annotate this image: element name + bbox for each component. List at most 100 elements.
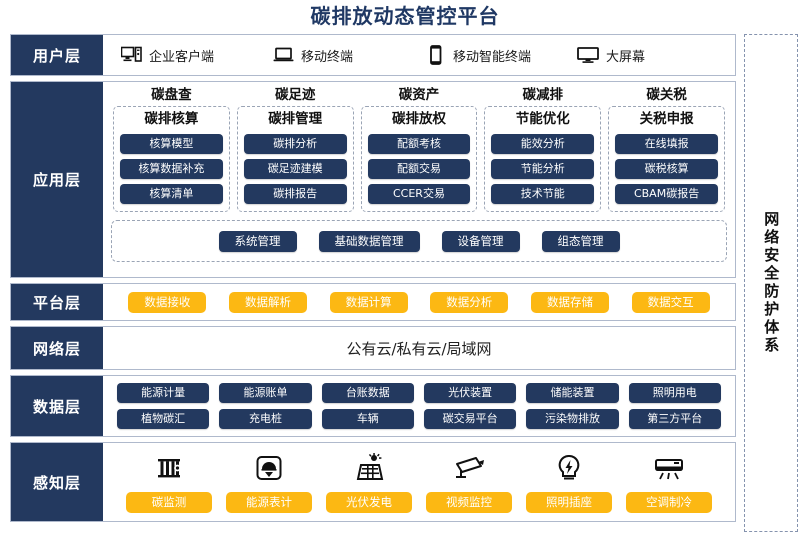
- app-column-carbon-tariff: 碳关税 关税申报 在线填报 碳税核算 CBAM碳报告: [608, 86, 725, 212]
- sense-tag: 碳监测: [126, 492, 212, 513]
- data-pill-storage-device[interactable]: 储能装置: [526, 383, 619, 403]
- management-pill-basic-data[interactable]: 基础数据管理: [318, 230, 420, 252]
- layer-application-body: 碳盘查 碳排核算 核算模型 核算数据补充 核算清单 碳足迹 碳排管理 碳排分析 …: [103, 82, 735, 277]
- app-feature-pill[interactable]: CCER交易: [367, 184, 471, 204]
- user-item-smart-mobile-terminal[interactable]: 移动智能终端: [425, 45, 577, 65]
- layer-application-label: 应用层: [11, 82, 103, 277]
- app-feature-pill[interactable]: 碳排分析: [243, 134, 347, 154]
- app-feature-pill[interactable]: 核算清单: [120, 184, 223, 204]
- sense-item-hvac-cooling[interactable]: 空调制冷: [619, 443, 719, 521]
- app-column-box: 碳排管理 碳排分析 碳足迹建模 碳排报告: [236, 106, 354, 212]
- app-feature-pill[interactable]: 配额考核: [367, 134, 471, 154]
- user-item-large-screen[interactable]: 大屏幕: [577, 46, 729, 65]
- data-pill-energy-bill[interactable]: 能源账单: [219, 383, 312, 403]
- app-column-subtitle: 关税申报: [639, 111, 694, 127]
- sense-item-pv-generation[interactable]: 光伏发电: [319, 443, 419, 521]
- layer-sensing-label: 感知层: [11, 443, 103, 521]
- data-pill-pv-device[interactable]: 光伏装置: [423, 383, 517, 403]
- app-column-carbon-asset: 碳资产 碳排放权 配额考核 配额交易 CCER交易: [360, 86, 478, 212]
- layer-network-body: 公有云/私有云/局域网: [103, 327, 735, 369]
- app-feature-pill[interactable]: 节能分析: [491, 159, 595, 179]
- data-pill-carbon-trading-platform[interactable]: 碳交易平台: [423, 409, 517, 429]
- app-column-carbon-reduction: 碳减排 节能优化 能效分析 节能分析 技术节能: [484, 86, 602, 212]
- application-management-box: 系统管理 基础数据管理 设备管理 组态管理: [111, 220, 727, 262]
- app-column-title: 碳盘查: [151, 87, 192, 103]
- management-pill-device[interactable]: 设备管理: [441, 230, 520, 252]
- sense-tag: 照明插座: [526, 492, 612, 513]
- data-pill-plant-carbon-sink[interactable]: 植物碳汇: [117, 409, 210, 429]
- platform-pill-data-analysis[interactable]: 数据分析: [430, 291, 509, 313]
- platform-pill-data-receive[interactable]: 数据接收: [128, 291, 207, 313]
- smartphone-icon: [425, 45, 446, 65]
- data-pill-vehicle[interactable]: 车辆: [321, 409, 414, 429]
- sense-item-carbon-monitoring[interactable]: 碳监测: [119, 443, 219, 521]
- data-pill-ledger-data[interactable]: 台账数据: [321, 383, 414, 403]
- app-feature-pill[interactable]: 碳税核算: [615, 159, 718, 179]
- sense-item-lighting-socket[interactable]: 照明插座: [519, 443, 619, 521]
- air-conditioner-icon: [653, 451, 685, 485]
- layer-user-label: 用户层: [11, 35, 103, 75]
- user-item-enterprise-client[interactable]: 企业客户端: [121, 46, 273, 65]
- app-column-subtitle: 碳排管理: [268, 111, 323, 127]
- layer-platform-body: 数据接收 数据解析 数据计算 数据分析 数据存储 数据交互: [103, 284, 735, 320]
- platform-pill-data-storage[interactable]: 数据存储: [530, 291, 609, 313]
- data-pill-third-party-platform[interactable]: 第三方平台: [628, 409, 721, 429]
- platform-pill-data-compute[interactable]: 数据计算: [329, 291, 408, 313]
- laptop-icon: [273, 46, 294, 64]
- large-screen-icon: [577, 46, 599, 64]
- security-panel: 网络安全防护体系: [744, 34, 798, 532]
- app-feature-pill[interactable]: 配额交易: [367, 159, 471, 179]
- app-column-box: 碳排放权 配额考核 配额交易 CCER交易: [360, 106, 478, 212]
- sense-tag: 视频监控: [426, 492, 512, 513]
- user-item-mobile-terminal[interactable]: 移动终端: [273, 46, 425, 65]
- app-feature-pill[interactable]: 碳排报告: [243, 184, 347, 204]
- data-pill-pollutant-emission[interactable]: 污染物排放: [526, 409, 619, 429]
- management-pill-configuration[interactable]: 组态管理: [541, 230, 620, 252]
- light-bulb-icon: [554, 451, 584, 485]
- layer-user: 用户层 企业客户端: [10, 34, 736, 76]
- architecture-diagram: 用户层 企业客户端: [10, 34, 736, 532]
- app-column-box: 关税申报 在线填报 碳税核算 CBAM碳报告: [608, 106, 725, 212]
- carbon-sensor-icon: [154, 451, 184, 485]
- app-feature-pill[interactable]: 技术节能: [491, 184, 595, 204]
- app-feature-pill[interactable]: 能效分析: [491, 134, 595, 154]
- layer-network-label: 网络层: [11, 327, 103, 369]
- app-column-subtitle: 碳排放权: [391, 111, 446, 127]
- app-feature-pill[interactable]: 在线填报: [615, 134, 718, 154]
- layer-data-label: 数据层: [11, 376, 103, 436]
- data-pill-charging-pile[interactable]: 充电桩: [219, 409, 312, 429]
- application-columns: 碳盘查 碳排核算 核算模型 核算数据补充 核算清单 碳足迹 碳排管理 碳排分析 …: [111, 86, 727, 212]
- sense-item-energy-meter[interactable]: 能源表计: [219, 443, 319, 521]
- layer-platform-label: 平台层: [11, 284, 103, 320]
- management-pill-system[interactable]: 系统管理: [218, 230, 297, 252]
- data-pill-lighting-power[interactable]: 照明用电: [628, 383, 721, 403]
- sense-tag: 能源表计: [226, 492, 312, 513]
- sense-tag: 光伏发电: [326, 492, 412, 513]
- app-feature-pill[interactable]: CBAM碳报告: [615, 184, 718, 204]
- app-column-title: 碳资产: [398, 87, 440, 103]
- user-item-label: 企业客户端: [149, 49, 215, 65]
- app-feature-pill[interactable]: 核算模型: [120, 134, 223, 154]
- layer-sensing-body: 碳监测 能源表计: [103, 443, 735, 521]
- platform-pill-data-exchange[interactable]: 数据交互: [631, 291, 710, 313]
- layer-network: 网络层 公有云/私有云/局域网: [10, 326, 736, 370]
- app-column-subtitle: 节能优化: [515, 111, 570, 127]
- app-feature-pill[interactable]: 碳足迹建模: [243, 159, 347, 179]
- app-column-subtitle: 碳排核算: [144, 111, 199, 127]
- app-column-title: 碳足迹: [274, 87, 316, 103]
- app-column-box: 碳排核算 核算模型 核算数据补充 核算清单: [113, 106, 230, 212]
- desktop-pc-icon: [121, 46, 142, 64]
- sense-item-video-surveillance[interactable]: 视频监控: [419, 443, 519, 521]
- sense-tag: 空调制冷: [626, 492, 712, 513]
- cctv-camera-icon: [453, 451, 485, 485]
- platform-pill-data-parse[interactable]: 数据解析: [228, 291, 307, 313]
- solar-panel-icon: [353, 451, 385, 485]
- energy-meter-icon: [254, 451, 284, 485]
- layer-user-body: 企业客户端 移动终端: [103, 35, 735, 75]
- app-column-carbon-inventory: 碳盘查 碳排核算 核算模型 核算数据补充 核算清单: [113, 86, 230, 212]
- page-title: 碳排放动态管控平台: [310, 4, 500, 28]
- app-feature-pill[interactable]: 核算数据补充: [120, 159, 223, 179]
- data-row-2: 植物碳汇 充电桩 车辆 碳交易平台 污染物排放 第三方平台: [117, 409, 721, 429]
- data-pill-energy-metering[interactable]: 能源计量: [117, 383, 210, 403]
- security-panel-label: 网络安全防护体系: [762, 211, 781, 355]
